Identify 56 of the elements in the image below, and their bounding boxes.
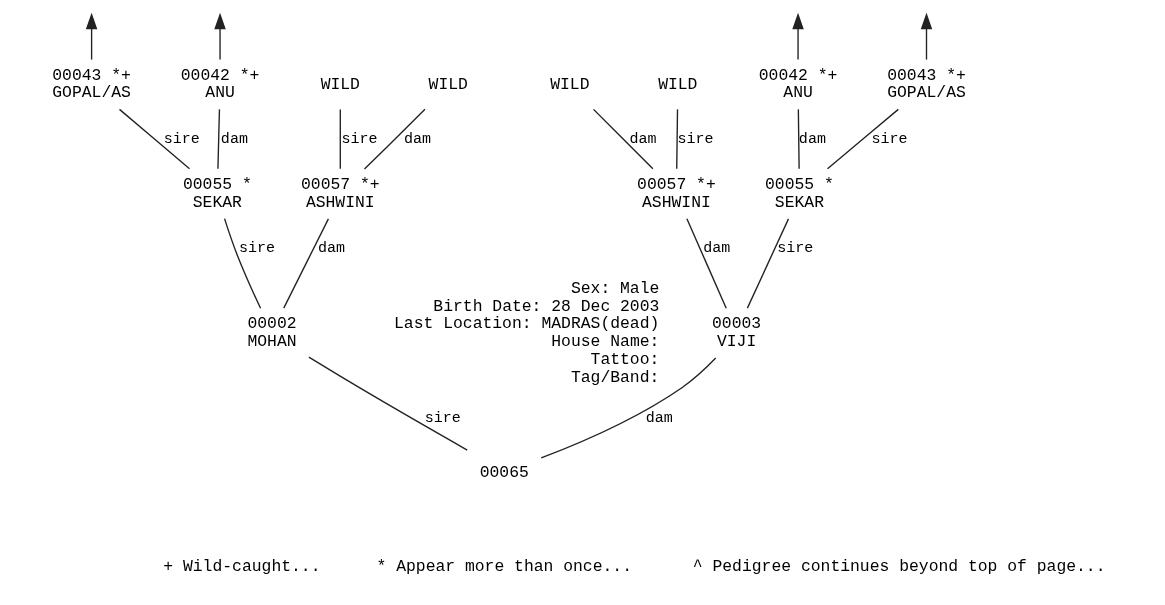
edge-label: sire: [238, 239, 275, 258]
label: * Appear more than once...: [376, 556, 633, 576]
connector: [118, 108, 191, 170]
edge-label: sire: [341, 129, 378, 148]
connector: [686, 218, 727, 309]
node-text: WILD: [320, 74, 360, 94]
node-text: WILD: [658, 74, 698, 94]
node-text: 00002 MOHAN: [247, 314, 297, 352]
connector: [676, 108, 679, 170]
connector: [283, 218, 330, 309]
node-label: Tattoo:: [590, 349, 660, 369]
edge-label: dam: [317, 239, 345, 258]
node-text: 00055 * SEKAR: [182, 175, 252, 212]
edge-label: sire: [777, 239, 814, 258]
edge-label: dam: [629, 129, 657, 148]
connector: [746, 218, 790, 309]
node-text: WILD: [550, 74, 590, 94]
label: ^ Pedigree continues beyond top of page...: [692, 556, 1106, 576]
node-label: Birth Date: 28 Dec 2003: [433, 296, 660, 316]
node-label: Last Location: MADRAS(dead): [394, 314, 660, 334]
edge-label: sire: [871, 129, 908, 148]
arrow: [792, 12, 804, 61]
connector: [339, 108, 341, 170]
node-text: 00055 * SEKAR: [765, 175, 834, 212]
node-text: 00043 *+ GOPAL/AS: [887, 65, 966, 103]
edge-label: dam: [403, 129, 432, 148]
connector: [797, 108, 800, 170]
arrow: [85, 12, 98, 61]
node-text: 00065: [479, 462, 529, 482]
connector: [592, 108, 654, 170]
connector: [540, 357, 717, 459]
edge-label: sire: [677, 129, 714, 148]
edge-label: dam: [645, 408, 673, 427]
node-text: 00003 VIJI: [712, 314, 762, 352]
node-text: 00057 *+ ASHWINI: [300, 175, 380, 212]
connector: [826, 108, 899, 170]
node-text: WILD: [428, 74, 468, 94]
connector: [217, 108, 221, 170]
connector: [223, 217, 262, 309]
edge-label: sire: [424, 408, 461, 427]
edge-label: sire: [163, 129, 200, 148]
edge-label: dam: [703, 239, 731, 258]
connector: [363, 108, 426, 170]
connector: [308, 356, 468, 451]
node-text: 00042 *+ ANU: [180, 65, 260, 103]
node-text: 00042 *+ ANU: [758, 65, 838, 103]
edge-label: dam: [220, 129, 248, 148]
node-text: 00043 *+ GOPAL/AS: [52, 65, 131, 103]
node-label: Sex: Male: [570, 278, 660, 298]
label: + Wild-caught...: [163, 556, 321, 576]
node-label: Tag/Band:: [570, 367, 660, 387]
node-label: House Name:: [551, 332, 660, 352]
arrow: [920, 12, 933, 61]
edge-label: dam: [798, 129, 826, 148]
node-text: 00057 *+ ASHWINI: [637, 175, 716, 212]
arrow: [214, 12, 226, 61]
